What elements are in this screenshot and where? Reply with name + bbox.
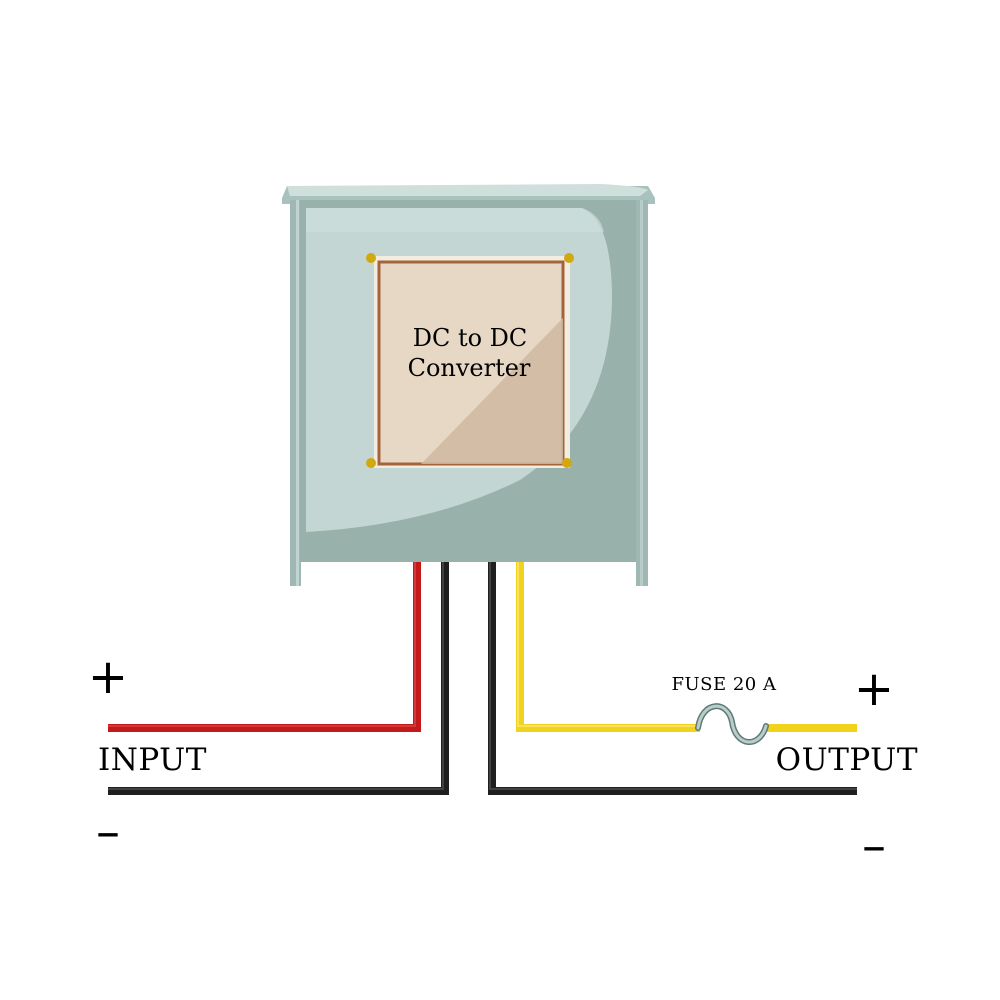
output-label: OUTPUT bbox=[776, 742, 918, 778]
converter-label-plate: DC to DC Converter bbox=[366, 253, 574, 468]
input-label: INPUT bbox=[98, 742, 207, 778]
screw-icon bbox=[562, 458, 572, 468]
input-negative-wire bbox=[108, 562, 449, 795]
input-positive-wire bbox=[108, 562, 421, 732]
screw-icon bbox=[366, 253, 376, 263]
screw-icon bbox=[366, 458, 376, 468]
converter-label-line2: Converter bbox=[408, 354, 531, 382]
output-positive-wire bbox=[516, 562, 700, 732]
input-labels: + INPUT – bbox=[88, 649, 207, 860]
fuse: FUSE 20 A bbox=[672, 674, 777, 745]
input-minus-sign: – bbox=[96, 804, 120, 860]
output-plus-sign: + bbox=[854, 661, 894, 717]
converter-label-line1: DC to DC bbox=[413, 324, 528, 352]
output-minus-sign: – bbox=[862, 818, 886, 874]
housing-left-rail bbox=[290, 200, 301, 586]
output-labels: + OUTPUT – bbox=[776, 661, 918, 874]
wires bbox=[108, 562, 857, 795]
output-negative-wire bbox=[488, 562, 857, 795]
fuse-label: FUSE 20 A bbox=[672, 674, 777, 695]
screw-icon bbox=[564, 253, 574, 263]
input-plus-sign: + bbox=[88, 649, 128, 705]
